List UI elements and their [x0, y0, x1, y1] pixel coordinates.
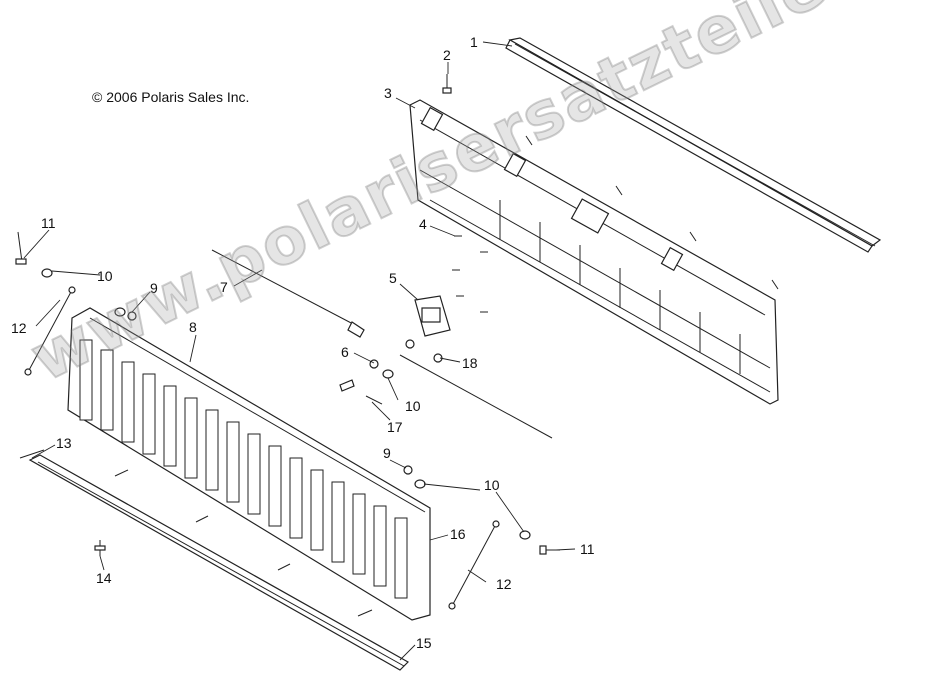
leader-lines [23, 41, 576, 661]
washers-nuts [41, 268, 531, 540]
callout-8: 8 [189, 319, 197, 335]
strap-part-12-left [24, 286, 76, 376]
top-rail-part [505, 37, 882, 253]
callout-13: 13 [56, 435, 72, 451]
callout-9-left: 9 [150, 280, 158, 296]
callout-14: 14 [96, 570, 112, 586]
inner-tailgate-panel [409, 99, 779, 405]
bolts-part-4 [452, 235, 488, 313]
outer-tailgate-panel [67, 307, 431, 621]
callout-16: 16 [450, 526, 466, 542]
panel-bolts [525, 135, 779, 290]
callout-4: 4 [419, 216, 427, 232]
callout-1: 1 [470, 34, 478, 50]
callout-17: 17 [387, 419, 403, 435]
bolts-part-13-14 [19, 449, 373, 617]
strap-part-12-right [448, 520, 500, 610]
callout-15: 15 [416, 635, 432, 651]
bolt-part-11-left [15, 231, 27, 265]
callout-11-left: 11 [41, 215, 56, 231]
latch-part-5 [414, 295, 451, 337]
callout-10-middle: 10 [405, 398, 421, 414]
callout-7: 7 [220, 279, 228, 295]
callout-18: 18 [462, 355, 478, 371]
bottom-rail-part [28, 454, 409, 671]
copyright-text: © 2006 Polaris Sales Inc. [92, 89, 250, 105]
callout-12-right: 12 [496, 576, 512, 592]
callout-6: 6 [341, 344, 349, 360]
callout-2: 2 [443, 47, 451, 63]
callout-labels: 1 2 3 4 5 6 7 8 9 9 10 10 10 11 11 12 12… [11, 34, 595, 651]
callout-9-right: 9 [383, 445, 391, 461]
callout-11-right: 11 [580, 541, 595, 557]
callout-12-left: 12 [11, 320, 27, 336]
rod-long [399, 354, 553, 439]
rod-part-7 [211, 249, 365, 338]
callout-3: 3 [384, 85, 392, 101]
callout-10-right: 10 [484, 477, 500, 493]
callout-10-left: 10 [97, 268, 113, 284]
callout-5: 5 [389, 270, 397, 286]
bolt-part-2 [442, 74, 452, 94]
